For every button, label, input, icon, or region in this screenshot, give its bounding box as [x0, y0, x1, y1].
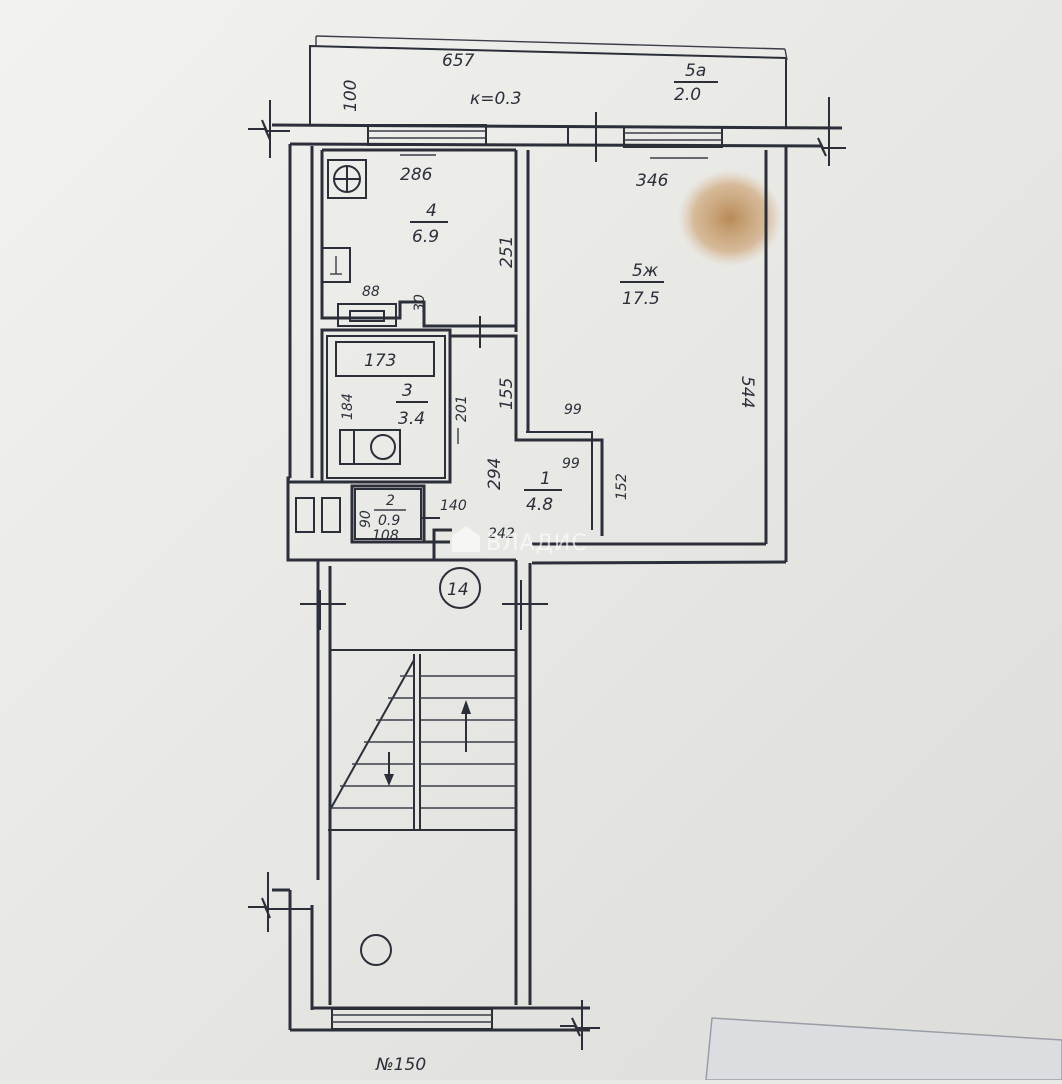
- hall-dim-g: 140: [440, 498, 467, 514]
- kitchen-room-no: 4: [426, 201, 437, 221]
- wc-room-no: 2: [386, 493, 395, 509]
- hall-dim-f: 152: [614, 473, 630, 500]
- hall-room-no: 1: [540, 469, 551, 489]
- niche-depth: 30: [412, 294, 428, 312]
- column-icon: [360, 934, 392, 966]
- wc-width: 108: [372, 528, 399, 544]
- bathroom-room-no: 3: [402, 381, 413, 401]
- unit-number: №150: [375, 1055, 426, 1075]
- landing-number: 14: [447, 580, 469, 600]
- bathroom-side: 184: [340, 393, 356, 420]
- hall-dim-e: 99: [562, 456, 580, 472]
- stairwell: [248, 560, 600, 1050]
- hall-area: 4.8: [526, 495, 553, 515]
- kitchen-depth: 251: [497, 236, 517, 268]
- hall-dim-d: 99: [564, 402, 582, 418]
- hall-dim-c: 155: [497, 378, 517, 410]
- balcony-width: 657: [442, 51, 475, 71]
- balcony-room-no: 5а: [685, 61, 706, 81]
- room-labels: 657 100 к=0.3 5а 2.0 286 4 6.9 251 88 30…: [340, 51, 757, 1075]
- stove-icon: [327, 159, 367, 199]
- stain-mark: [678, 170, 782, 266]
- kitchen-width: 286: [400, 165, 433, 185]
- niche-width: 88: [362, 284, 380, 300]
- landing-number-circle: [439, 567, 481, 609]
- balcony-coefficient: к=0.3: [470, 89, 522, 109]
- wc-area: 0.9: [378, 513, 400, 529]
- kitchen: [320, 148, 530, 432]
- wc-depth: 90: [358, 510, 374, 528]
- balcony-depth: 100: [341, 80, 361, 112]
- paper-sheet: [705, 1017, 1062, 1081]
- bathroom-area: 3.4: [398, 409, 425, 429]
- living-depth: 544: [737, 376, 757, 408]
- living-room-no: 5ж: [632, 261, 659, 281]
- watermark: ВЛАДИС: [452, 526, 588, 556]
- kitchen-area: 6.9: [412, 227, 439, 247]
- bathroom: [320, 328, 459, 484]
- exterior-walls: [248, 97, 846, 565]
- bathroom-depth: 201: [454, 395, 470, 422]
- watermark-text: ВЛАДИС: [486, 531, 588, 556]
- hall: [288, 316, 604, 1005]
- sink-icon: [321, 247, 351, 283]
- bathtub-icon: [335, 341, 435, 377]
- living-width: 346: [636, 171, 669, 191]
- balcony: [309, 35, 788, 128]
- living-area: 17.5: [622, 289, 660, 309]
- hall-dim-a: 294: [485, 458, 505, 490]
- watermark-logo-icon: [452, 526, 480, 552]
- bathtub-length: 173: [364, 351, 396, 371]
- hall-dim-b: 242: [488, 526, 515, 542]
- balcony-area: 2.0: [674, 85, 701, 105]
